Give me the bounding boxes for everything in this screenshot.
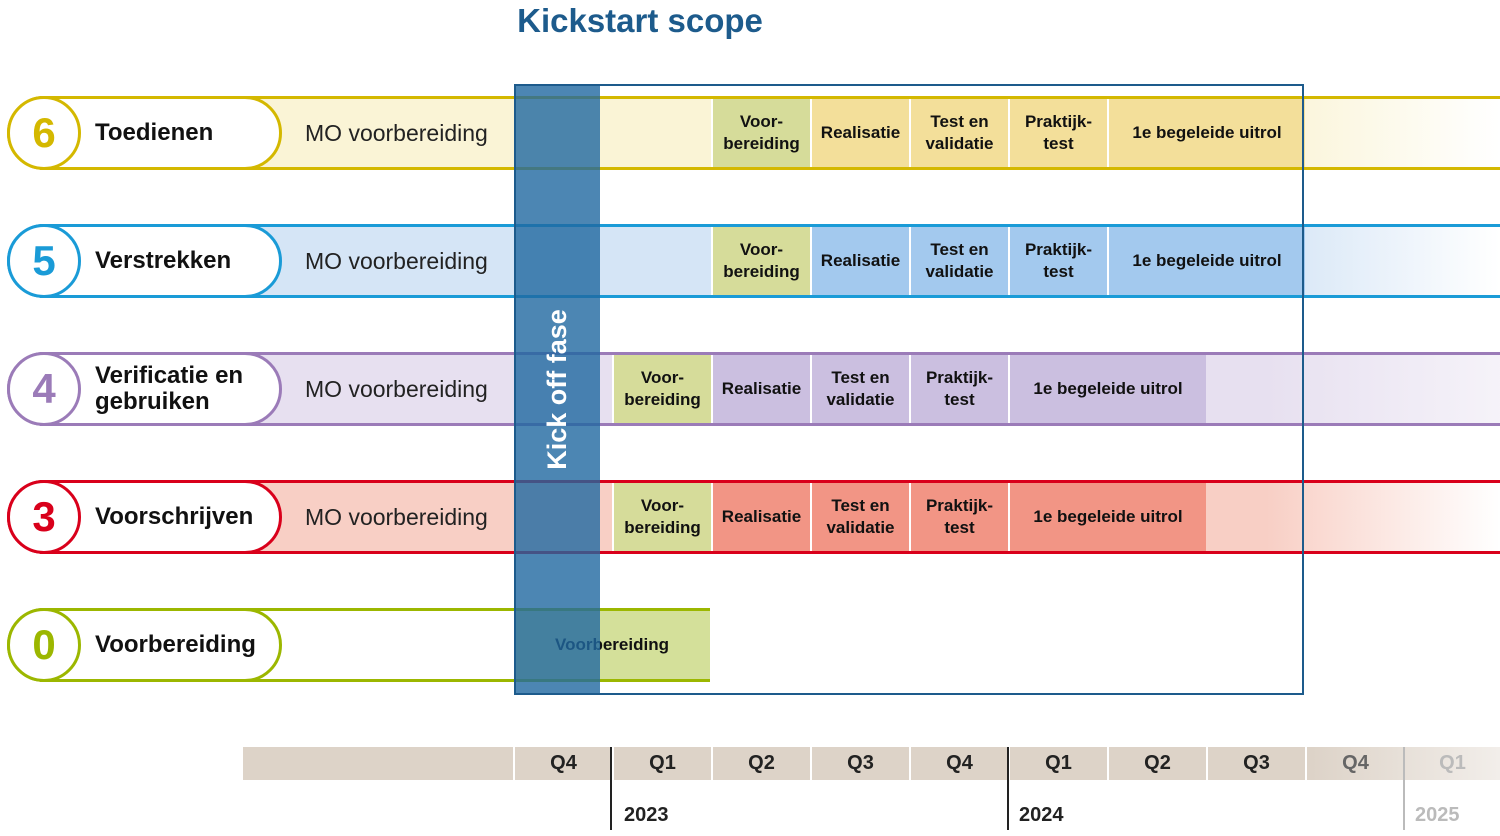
phase-uitrol: 1e begeleide uitrol — [1008, 483, 1206, 551]
phase-realisatie: Realisatie — [711, 483, 810, 551]
quarter-label: Q3 — [810, 747, 909, 780]
lane-name: Voorbereiding — [95, 631, 256, 658]
quarter-label: Q4 — [909, 747, 1008, 780]
phase-praktijktest: Praktijk- test — [909, 483, 1008, 551]
mo-voorbereiding-label: MO voorbereiding — [305, 375, 488, 402]
lane-5-verstrekken: 5 Verstrekken MO voorbereiding Voor- ber… — [0, 224, 1500, 298]
lane-number-badge: 6 — [7, 96, 81, 170]
quarter-label: Q4 — [1305, 747, 1404, 780]
phase-praktijktest: Praktijk- test — [909, 355, 1008, 423]
quarter-label: Q1 — [1008, 747, 1107, 780]
quarter-label: Q2 — [1107, 747, 1206, 780]
lane-name: Verstrekken — [95, 247, 232, 274]
lane-number-badge: 5 — [7, 224, 81, 298]
diagram-title: Kickstart scope — [517, 2, 763, 39]
quarter-label: Q1 — [612, 747, 711, 780]
mo-voorbereiding-label: MO voorbereiding — [305, 119, 488, 146]
phase-test-validatie: Test en validatie — [810, 355, 909, 423]
phase-realisatie: Realisatie — [810, 227, 909, 295]
kickoff-label-wrapper: Kick off fase — [514, 84, 600, 695]
phase-test-validatie: Test en validatie — [909, 227, 1008, 295]
phase-voorbereiding: Voor- bereiding — [612, 483, 711, 551]
quarter-label: Q3 — [1206, 747, 1305, 780]
quarter-label: Q4 — [513, 747, 612, 780]
year-divider — [610, 747, 612, 830]
year-divider — [1007, 747, 1009, 830]
mo-voorbereiding-label: MO voorbereiding — [305, 247, 488, 274]
lane-name: Voorschrijven — [95, 503, 254, 530]
lane-4-verificatie: 4 Verificatie en gebruiken MO voorbereid… — [0, 352, 1500, 426]
year-label: 2023 — [624, 804, 669, 826]
year-label: 2025 — [1415, 804, 1460, 826]
lane-number-badge: 0 — [7, 608, 81, 682]
phase-realisatie: Realisatie — [711, 355, 810, 423]
phase-test-validatie: Test en validatie — [810, 483, 909, 551]
phase-voorbereiding: Voor- bereiding — [612, 355, 711, 423]
lane-6-toedienen: 6 Toedienen MO voorbereiding Voor- berei… — [0, 96, 1500, 170]
mo-voorbereiding-label: MO voorbereiding — [305, 503, 488, 530]
lane-name: Toedienen — [95, 119, 214, 146]
phase-praktijktest: Praktijk- test — [1008, 227, 1107, 295]
lane-number-badge: 4 — [7, 352, 81, 426]
phase-uitrol: 1e begeleide uitrol — [1107, 99, 1305, 167]
phase-voorbereiding: Voor- bereiding — [711, 99, 810, 167]
phase-uitrol: 1e begeleide uitrol — [1008, 355, 1206, 423]
phase-realisatie: Realisatie — [810, 99, 909, 167]
lane-name: Verificatie en gebruiken — [95, 362, 244, 415]
phase-test-validatie: Test en validatie — [909, 99, 1008, 167]
year-label: 2024 — [1019, 804, 1064, 826]
lane-0-voorbereiding: 0 Voorbereiding Voorbereiding — [0, 608, 1500, 682]
lane-3-voorschrijven: 3 Voorschrijven MO voorbereiding Voor- b… — [0, 480, 1500, 554]
kickoff-label: Kick off fase — [541, 309, 572, 470]
lane-number-badge: 3 — [7, 480, 81, 554]
phase-voorbereiding: Voor- bereiding — [711, 227, 810, 295]
year-divider — [1403, 747, 1405, 830]
phase-uitrol: 1e begeleide uitrol — [1107, 227, 1305, 295]
phase-praktijktest: Praktijk- test — [1008, 99, 1107, 167]
quarter-label: Q2 — [711, 747, 810, 780]
timeline-bar — [243, 747, 1500, 780]
quarter-label: Q1 — [1403, 747, 1500, 780]
